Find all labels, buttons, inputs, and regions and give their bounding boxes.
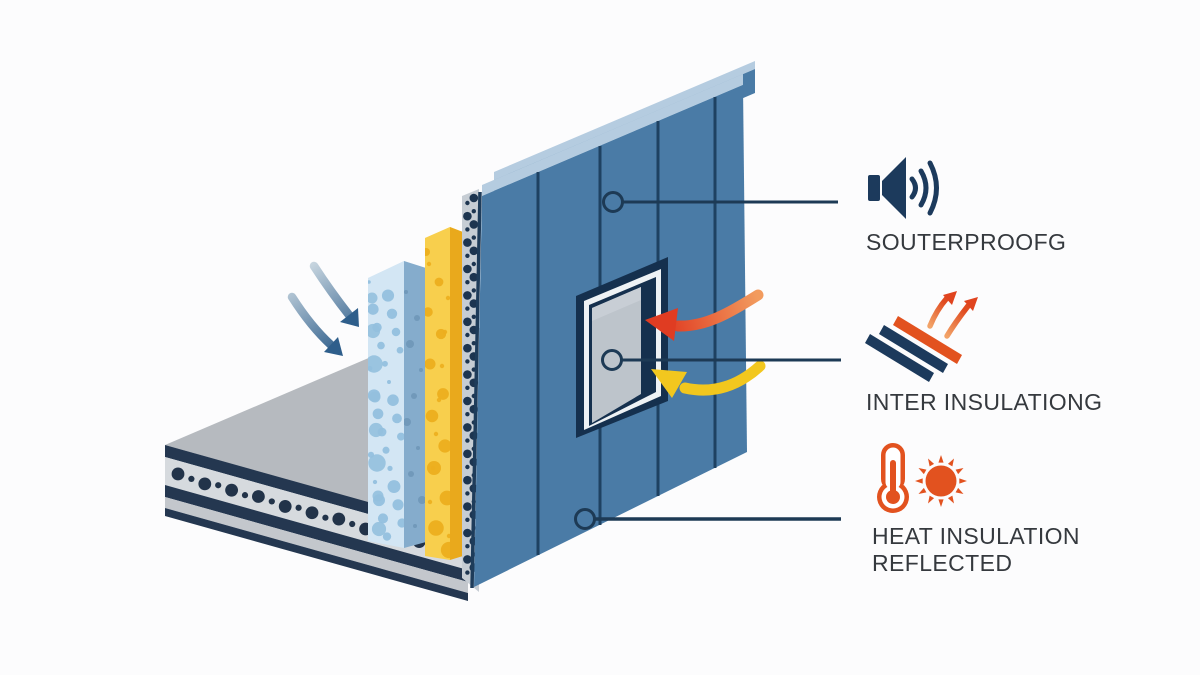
reflected-heat-arrow-yellow xyxy=(651,360,766,398)
callout-point xyxy=(574,508,596,530)
sun-icon xyxy=(915,455,967,507)
blue-curved-arrow xyxy=(287,292,336,350)
callout-point xyxy=(601,349,623,371)
heat-reflection-label-line1: HEAT INSULATION xyxy=(872,523,1080,549)
heat-icons xyxy=(877,443,967,513)
blue-curved-arrow xyxy=(309,261,354,320)
leader-inner-insulation xyxy=(601,349,841,371)
callout-soundproofing: SOUTERPROOFG xyxy=(866,152,1066,256)
heat-reflection-label-line2: REFLECTED xyxy=(872,550,1013,576)
callout-inner-insulation: INTER INSULATIONG xyxy=(860,290,1102,416)
leader-heat-reflection xyxy=(574,508,841,530)
soundproofing-label: SOUTERPROOFG xyxy=(866,229,1067,255)
thermometer-icon xyxy=(877,443,909,513)
foam-layer-yellow xyxy=(425,227,463,560)
reflective-layers-icon xyxy=(865,291,978,382)
heat-escape-arrows-icon xyxy=(927,291,978,339)
incoming-heat-arrow-red xyxy=(645,289,764,341)
sound-waves-icon xyxy=(909,160,939,216)
callout-heat-reflection: HEAT INSULATION REFLECTED xyxy=(872,440,1080,577)
callout-point xyxy=(602,191,624,213)
window xyxy=(576,257,668,438)
leader-soundproofing xyxy=(602,191,838,213)
speaker-icon xyxy=(868,157,939,219)
foam-layer-blue xyxy=(368,261,426,548)
incoming-sound-arrows xyxy=(287,261,359,356)
inner-insulation-label: INTER INSULATIONG xyxy=(866,389,1103,415)
